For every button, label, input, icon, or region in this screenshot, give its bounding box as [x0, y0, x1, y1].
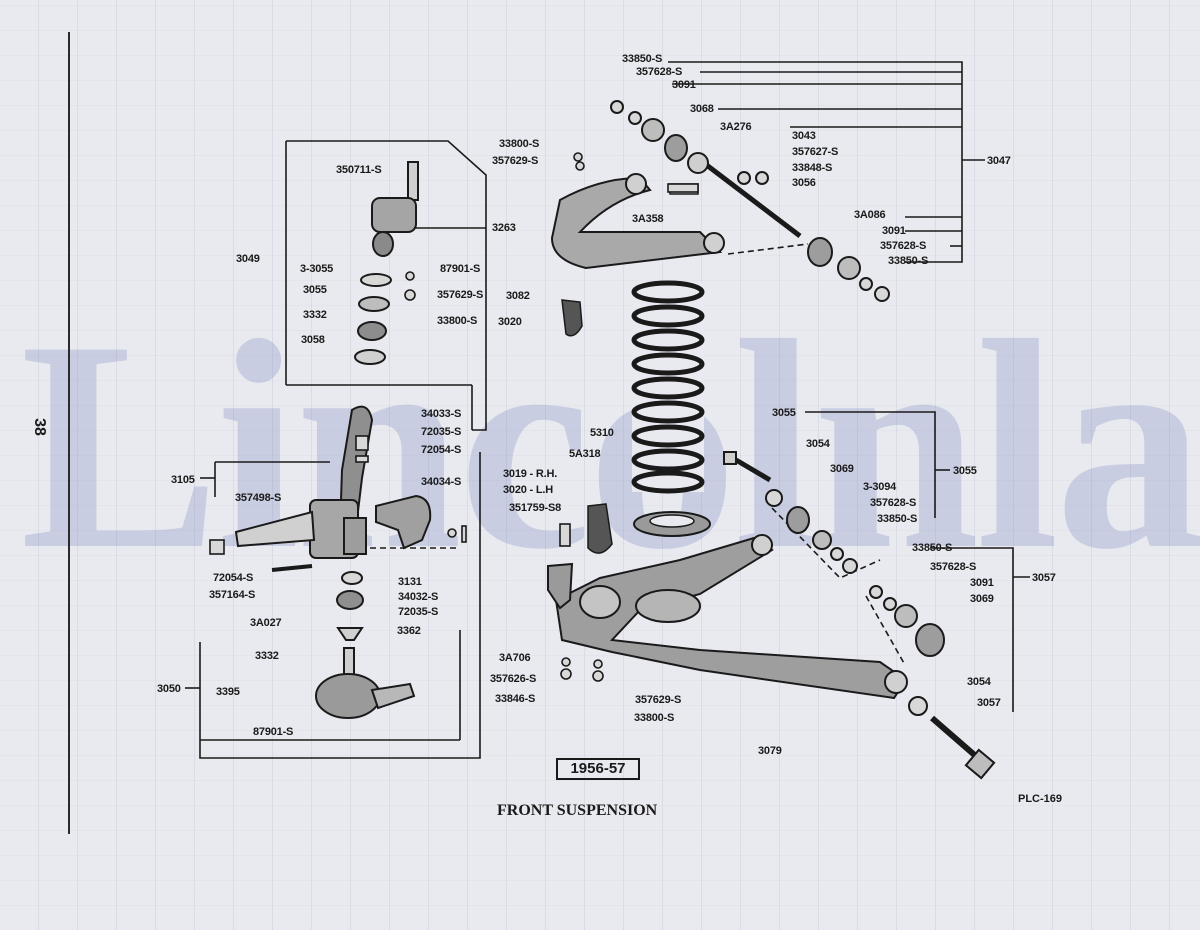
part-label: 33848-S	[792, 162, 833, 174]
part-label: 357626-S	[490, 673, 537, 685]
upper-arm-3082	[550, 173, 725, 270]
bracket-3a706	[547, 562, 574, 610]
part-label: 3A276	[720, 121, 752, 133]
part-label: 357629-S	[437, 289, 484, 301]
part-label: 33850-S	[877, 513, 918, 525]
part-label: 357628-S	[870, 497, 917, 509]
part-label: 357627-S	[792, 146, 839, 158]
watermark: Lincolnland Inc.	[20, 279, 1200, 611]
part-label: 3105	[171, 474, 195, 486]
rebound-bumper-3020	[561, 299, 583, 337]
upper-ball-joint-3049	[354, 161, 419, 365]
part-label: 3057	[977, 697, 1001, 709]
part-label: 3056	[792, 177, 816, 189]
lower-bushings-3057	[869, 585, 996, 780]
part-label: 3055	[953, 465, 977, 477]
part-label: 3019 - R.H.	[503, 468, 558, 480]
part-label: 3131	[398, 576, 422, 588]
part-label: 357164-S	[209, 589, 256, 601]
part-label: 5310	[590, 427, 614, 439]
part-label: 33800-S	[437, 315, 478, 327]
part-label: 87901-S	[440, 263, 481, 275]
part-label: 3068	[690, 103, 714, 115]
part-label: 33800-S	[499, 138, 540, 150]
part-label: 72054-S	[213, 572, 254, 584]
part-label: 5A318	[569, 448, 601, 460]
part-label: 72035-S	[421, 426, 462, 438]
part-label: 3091	[882, 225, 906, 237]
part-label: 33800-S	[634, 712, 675, 724]
coil-spring-5310	[631, 280, 705, 494]
part-label: 3057	[1032, 572, 1056, 584]
part-label: 3-3055	[300, 263, 334, 275]
part-label: 3047	[987, 155, 1011, 167]
lower-ball-joint-3050	[315, 571, 416, 719]
part-label: 72035-S	[398, 606, 439, 618]
lower-arm-3079	[554, 534, 908, 700]
part-label: 3069	[970, 593, 994, 605]
figure-title: FRONT SUSPENSION	[497, 802, 658, 819]
part-label: 3043	[792, 130, 816, 142]
part-label: 3049	[236, 253, 260, 265]
part-label: 3362	[397, 625, 421, 637]
spring-insulator-5a318	[633, 511, 711, 537]
part-label: 3A706	[499, 652, 531, 664]
misc-hardware	[209, 152, 699, 682]
part-label: 351759-S8	[509, 502, 562, 514]
part-label: 34032-S	[398, 591, 439, 603]
part-label: 3091	[672, 79, 696, 91]
part-label: 357629-S	[492, 155, 539, 167]
lower-bushings-3055	[723, 451, 858, 574]
part-label: 350711-S	[336, 164, 382, 176]
part-label: 3A358	[632, 213, 664, 225]
part-label: 3055	[772, 407, 796, 419]
part-label: 3332	[303, 309, 327, 321]
part-label: 3079	[758, 745, 782, 757]
part-label: 3332	[255, 650, 279, 662]
part-label: 357628-S	[930, 561, 977, 573]
part-label: 3-3094	[863, 481, 897, 493]
part-label: 3058	[301, 334, 325, 346]
part-label: 3055	[303, 284, 327, 296]
margin-rule	[68, 32, 70, 834]
part-label: 3069	[830, 463, 854, 475]
part-label: 33850-S	[622, 53, 663, 65]
part-label: 34033-S	[421, 408, 462, 420]
part-label: 3020 - L.H	[503, 484, 553, 496]
part-label: 357628-S	[636, 66, 683, 78]
part-label: 3395	[216, 686, 240, 698]
upper-shaft-3047	[610, 100, 890, 302]
part-label: 3054	[806, 438, 830, 450]
part-label: 33846-S	[495, 693, 536, 705]
part-label: 357628-S	[880, 240, 927, 252]
part-label: 3263	[492, 222, 516, 234]
part-label: 3020	[498, 316, 522, 328]
part-label: 3050	[157, 683, 181, 695]
part-label: 3082	[506, 290, 530, 302]
part-label: 357629-S	[635, 694, 682, 706]
bumper-3019	[587, 503, 613, 554]
part-label: 3054	[967, 676, 991, 688]
steering-arm-3131	[375, 494, 432, 550]
bracket-lines	[185, 61, 1030, 759]
part-label: 34034-S	[421, 476, 462, 488]
figure-code: PLC-169	[1018, 793, 1063, 805]
part-label: 3A027	[250, 617, 282, 629]
part-label: 3A086	[854, 209, 886, 221]
year-range-box: 1956-57	[556, 758, 640, 780]
part-label: 33850-S	[912, 542, 953, 554]
part-label: 3091	[970, 577, 994, 589]
part-label: 357498-S	[235, 492, 282, 504]
part-label: 87901-S	[253, 726, 294, 738]
part-label: 33850-S	[888, 255, 929, 267]
spindle-3105	[234, 405, 374, 559]
part-label: 72054-S	[421, 444, 462, 456]
